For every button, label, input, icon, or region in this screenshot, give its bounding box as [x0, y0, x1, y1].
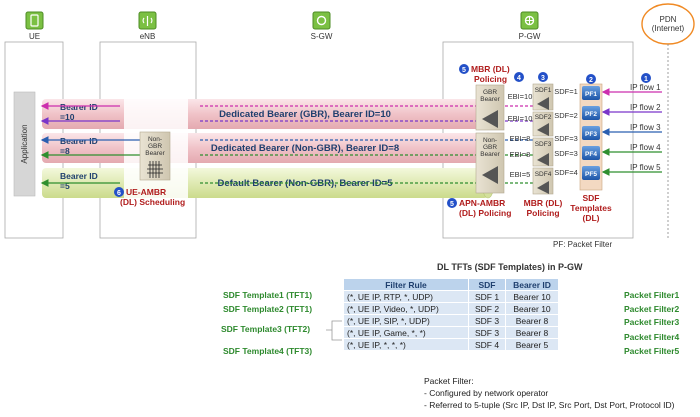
apn-ambr-label: APN-AMBR(DL) Policing — [459, 198, 511, 218]
sgw-label: S-GW — [311, 32, 333, 41]
note-line: - Referred to 5-tuple (Src IP, Dst IP, S… — [424, 400, 675, 410]
sdf-template-label: SDF Template4 (TFT3) — [223, 346, 313, 356]
ebi-label: EBI=8 — [510, 150, 531, 159]
pgw-label: P-GW — [519, 32, 541, 41]
ebi-label: EBI=8 — [510, 134, 531, 143]
step-4-number: 4 — [517, 75, 521, 82]
step-5-number-bottom: 5 — [450, 201, 454, 208]
pf-legend: PF: Packet Filter — [553, 240, 612, 249]
sdf-flow-label: SDF=1 — [554, 87, 578, 96]
enb-nongbr-box — [139, 131, 171, 181]
pgw-gbr-shaper — [482, 110, 498, 128]
ebi-label: EBI=10 — [508, 92, 533, 101]
sgw-icon — [312, 11, 331, 30]
packet-filter-label: Packet Filter5 — [624, 346, 680, 356]
sdf-template-label: SDF Template1 (TFT1) — [223, 290, 313, 300]
sdf-flow-label: SDF=3 — [554, 149, 578, 158]
ue-label: UE — [29, 32, 40, 41]
sdf-box-2-label: SDF2 — [535, 114, 552, 121]
pgw-nongbr-box — [475, 132, 505, 194]
step-5-badge-top — [459, 64, 469, 74]
pgw-nongbr-shaper — [482, 166, 498, 184]
packet-filter-label: Packet Filter1 — [624, 290, 680, 300]
step-3-badge — [538, 72, 548, 82]
bearer-diagram: UE eNB S-GW P-GW PDN(Internet) Applicati… — [4, 3, 695, 249]
step-2-number: 2 — [589, 77, 593, 84]
step-5-badge-bottom — [447, 198, 457, 208]
bearer-label-8: Dedicated Bearer (Non-GBR), Bearer ID=8 — [211, 143, 399, 154]
scheduler-icon — [147, 161, 163, 178]
application-label: Application — [20, 124, 29, 163]
ue-bearer-id-5: Bearer ID=5 — [60, 171, 98, 191]
step-6-number: 6 — [117, 190, 121, 197]
header-sdf: SDF — [468, 278, 506, 291]
step-2-badge — [586, 74, 596, 84]
ebi-label: EBI=5 — [510, 170, 531, 179]
ip-flow-label: IP flow 1 — [630, 83, 661, 92]
step-1-number: 1 — [644, 76, 648, 83]
packet-filter-label: Packet Filter4 — [624, 332, 680, 342]
bearer-label-10: Dedicated Bearer (GBR), Bearer ID=10 — [219, 109, 391, 120]
sdf-box-3-label: SDF3 — [535, 141, 552, 148]
mbr-policing-top-label: MBR (DL)Policing — [471, 64, 510, 84]
step-6-badge — [114, 187, 124, 197]
ue-bearer-id-8: Bearer ID=8 — [60, 136, 98, 156]
sdf-template-label: SDF Template2 (TFT1) — [223, 304, 313, 314]
template-bracket — [326, 320, 342, 341]
enb-icon — [138, 11, 157, 30]
ip-flow-label: IP flow 2 — [630, 103, 661, 112]
mbr-policing-bottom-label: MBR (DL)Policing — [524, 198, 563, 218]
packet-filter-label: Packet Filter3 — [624, 317, 680, 327]
note-line: Packet Filter: — [424, 376, 474, 386]
note-line: - Configured by network operator — [424, 388, 549, 398]
step-5-number-top: 5 — [462, 67, 466, 74]
header-bearer-id: Bearer ID — [505, 278, 559, 291]
ue-bearer-id-10: Bearer ID=10 — [60, 102, 98, 122]
packet-filters: PF1 PF2 PF3 PF4 PF5 — [582, 86, 600, 180]
step-3-number: 3 — [541, 75, 545, 82]
sdf-flow-label: SDF=2 — [554, 111, 578, 120]
ip-flow-label: IP flow 5 — [630, 163, 661, 172]
pf-label: PF1 — [585, 91, 597, 98]
step-4-badge — [514, 72, 524, 82]
ue-icon — [25, 11, 44, 30]
tft-table: Filter Rule SDF Bearer ID (*, UE IP, RTP… — [343, 278, 559, 351]
pf-label: PF2 — [585, 111, 597, 118]
table-title: DL TFTs (SDF Templates) in P-GW — [437, 262, 583, 272]
pdn-label: PDN(Internet) — [652, 15, 685, 33]
sdf-box-4-label: SDF4 — [535, 171, 552, 178]
enb-label: eNB — [140, 32, 156, 41]
pf-label: PF3 — [585, 131, 597, 138]
pf-label: PF4 — [585, 151, 597, 158]
ip-flow-label: IP flow 4 — [630, 143, 661, 152]
ue-ambr-label: UE-AMBR(DL) Scheduling — [120, 187, 185, 207]
sdf-flow-label: SDF=4 — [554, 168, 578, 177]
pgw-icon — [520, 11, 539, 30]
packet-filter-label: Packet Filter2 — [624, 304, 680, 314]
application-box — [13, 91, 36, 197]
sdf-template-label: SDF Template3 (TFT2) — [221, 324, 311, 334]
header-filter-rule: Filter Rule — [343, 278, 469, 291]
sdf-box-1-label: SDF1 — [535, 87, 552, 94]
pf-label: PF5 — [585, 171, 597, 178]
ebi-label: EBI=10 — [508, 114, 533, 123]
ip-flow-label: IP flow 3 — [630, 123, 661, 132]
sdf-flow-label: SDF=3 — [554, 134, 578, 143]
step-1-badge — [641, 73, 651, 83]
